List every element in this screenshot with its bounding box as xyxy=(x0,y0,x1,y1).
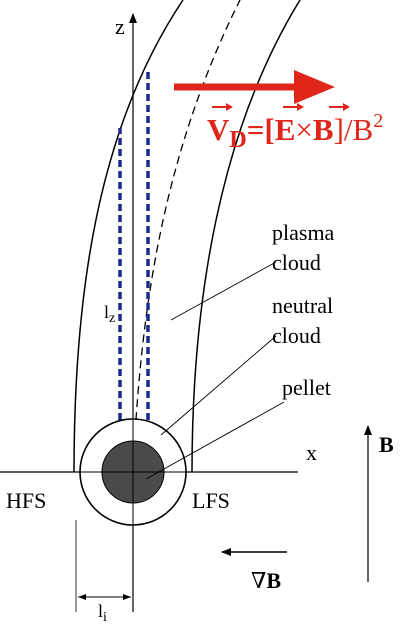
plasma-cloud-right-boundary xyxy=(191,0,301,473)
plasma-cloud-left-boundary xyxy=(73,0,184,473)
lz-label: lz xyxy=(104,302,115,326)
e-vector-head xyxy=(297,103,304,111)
grad-b-label: ∇B xyxy=(251,568,281,593)
drift-formula: VD=[E×B]/B2 xyxy=(207,110,383,153)
hfs-label: HFS xyxy=(6,488,46,513)
neutral-label-line2: cloud xyxy=(272,323,321,348)
pellet-label: pellet xyxy=(282,375,331,400)
plasma-label-line2: cloud xyxy=(272,250,321,275)
z-axis-label: z xyxy=(115,14,125,39)
plasma-cloud-center-dashed xyxy=(132,0,241,473)
li-label: li xyxy=(98,601,107,624)
neutral-label-line1: neutral xyxy=(272,293,333,318)
v-vector-head xyxy=(226,103,233,111)
plasma-label-line1: plasma xyxy=(272,220,335,245)
drift-arrow-head xyxy=(294,70,335,104)
b-field-label: B xyxy=(379,432,394,457)
b-vector-head xyxy=(343,103,350,111)
x-axis-label: x xyxy=(306,440,317,465)
lfs-label: LFS xyxy=(192,488,230,513)
li-arrow-right xyxy=(123,594,131,600)
plasma-leader xyxy=(170,261,277,321)
li-arrow-left xyxy=(78,594,86,600)
neutral-leader xyxy=(160,335,277,436)
pellet-leader xyxy=(145,401,285,480)
